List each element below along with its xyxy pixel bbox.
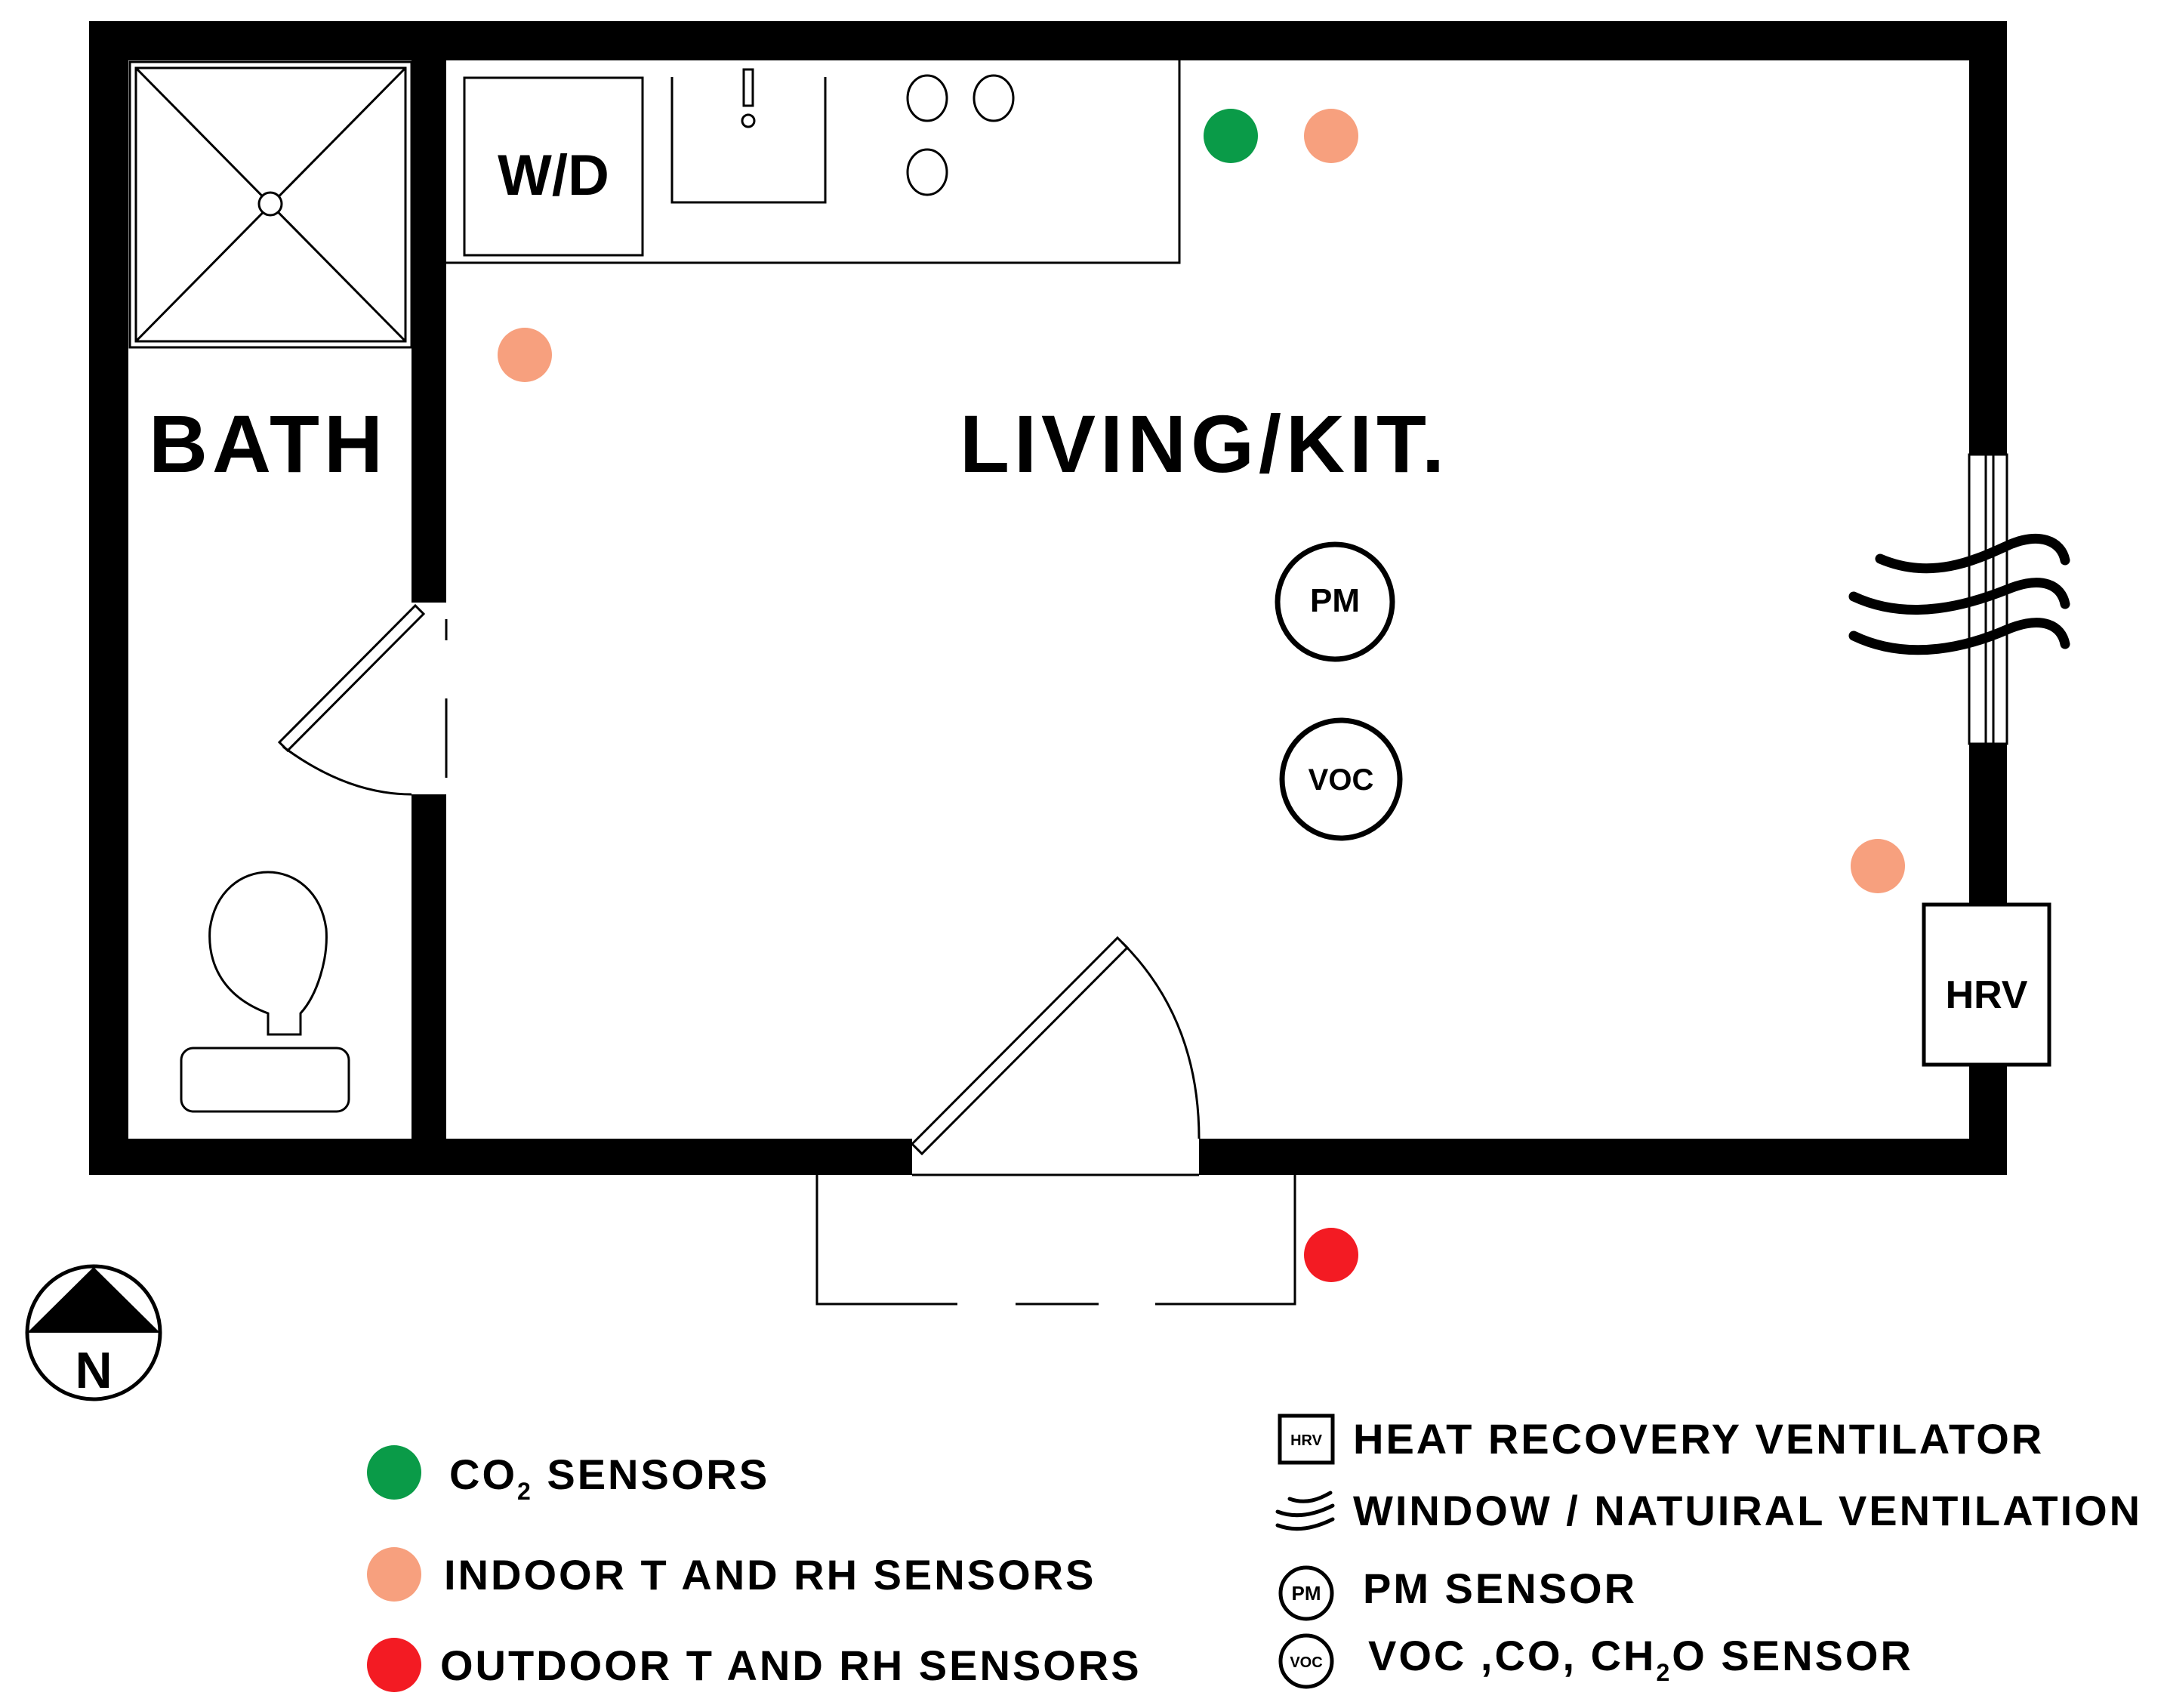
toilet	[180, 871, 350, 1113]
exterior-walls	[89, 21, 2007, 1175]
svg-text:VOC: VOC	[1290, 1654, 1322, 1671]
svg-text:PM: PM	[1292, 1582, 1321, 1605]
co2-legend-dot	[367, 1445, 421, 1500]
hrv-legend-icon	[1278, 1414, 1335, 1465]
front-door	[910, 936, 1201, 1176]
kitchen-counter	[446, 60, 1181, 264]
pm-legend-text: PM SENSOR	[1363, 1565, 1637, 1612]
hrv-unit: HRV	[1922, 902, 2051, 1067]
window-legend-text: WINDOW / NATUIRAL VENTILATION	[1353, 1487, 2142, 1534]
pm-sensor: PM	[1275, 541, 1395, 662]
legend-left: CO2 SENSORS INDOOR T AND RH SENSORS OUTD…	[367, 1445, 1142, 1692]
outdoor-sensor-dot	[1304, 1228, 1358, 1282]
voc-legend-text: VOC ,CO, CH2O SENSOR	[1368, 1632, 1913, 1686]
indoor-legend-text: INDOOR T AND RH SENSORS	[444, 1551, 1096, 1599]
bathroom-door	[277, 603, 448, 796]
washer-dryer-label: W/D	[498, 143, 609, 208]
shower	[128, 60, 413, 349]
legend-right: HRV HEAT RECOVERY VENTILATOR WINDOW / NA…	[1275, 1414, 2142, 1689]
outdoor-legend-dot	[367, 1638, 421, 1692]
co2-legend-text: CO2 SENSORS	[449, 1451, 769, 1505]
indoor-sensor-dot	[498, 328, 552, 382]
north-arrow-icon: N	[25, 1264, 162, 1401]
bath-room-label: BATH	[149, 398, 387, 489]
indoor-sensor-dot	[1851, 839, 1905, 893]
north-label: N	[75, 1342, 112, 1399]
hrv-legend-text: HEAT RECOVERY VENTILATOR	[1353, 1415, 2044, 1463]
co2-sensor-dot	[1204, 109, 1258, 163]
partition-wall	[412, 60, 446, 1139]
pm-sensor-label: PM	[1310, 582, 1360, 619]
living-room-label: LIVING/KIT.	[960, 398, 1449, 489]
front-porch	[815, 1175, 1296, 1306]
indoor-legend-dot	[367, 1547, 421, 1602]
pm-legend-icon	[1278, 1565, 1334, 1621]
voc-sensor-label: VOC	[1309, 763, 1374, 797]
window-legend-icon	[1275, 1491, 1335, 1531]
hrv-label: HRV	[1946, 973, 2028, 1017]
voc-sensor: VOC	[1279, 717, 1403, 841]
indoor-sensor-dot	[1304, 109, 1358, 163]
natural-ventilation-icon	[1848, 533, 2070, 655]
svg-text:HRV: HRV	[1290, 1432, 1323, 1449]
outdoor-legend-text: OUTDOOR T AND RH SENSORS	[440, 1642, 1142, 1689]
voc-legend-icon	[1278, 1633, 1334, 1689]
